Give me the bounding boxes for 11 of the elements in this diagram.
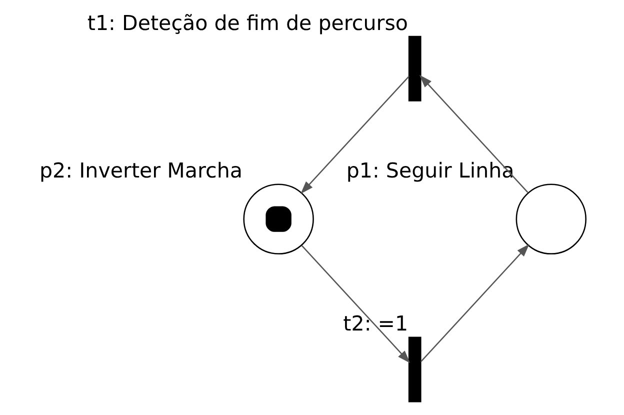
node-box [408,336,422,402]
node-label: t1: Deteção de fim de percurso [87,10,408,35]
arrow [300,76,410,194]
arrow [419,74,528,193]
node-label: t2: =1 [343,312,408,336]
node-circle [243,184,314,254]
arrow [301,245,410,364]
arrow [420,244,530,362]
node-box [408,36,422,102]
node-circle [516,184,586,254]
node-label: p2: Inverter Marcha [40,158,242,183]
